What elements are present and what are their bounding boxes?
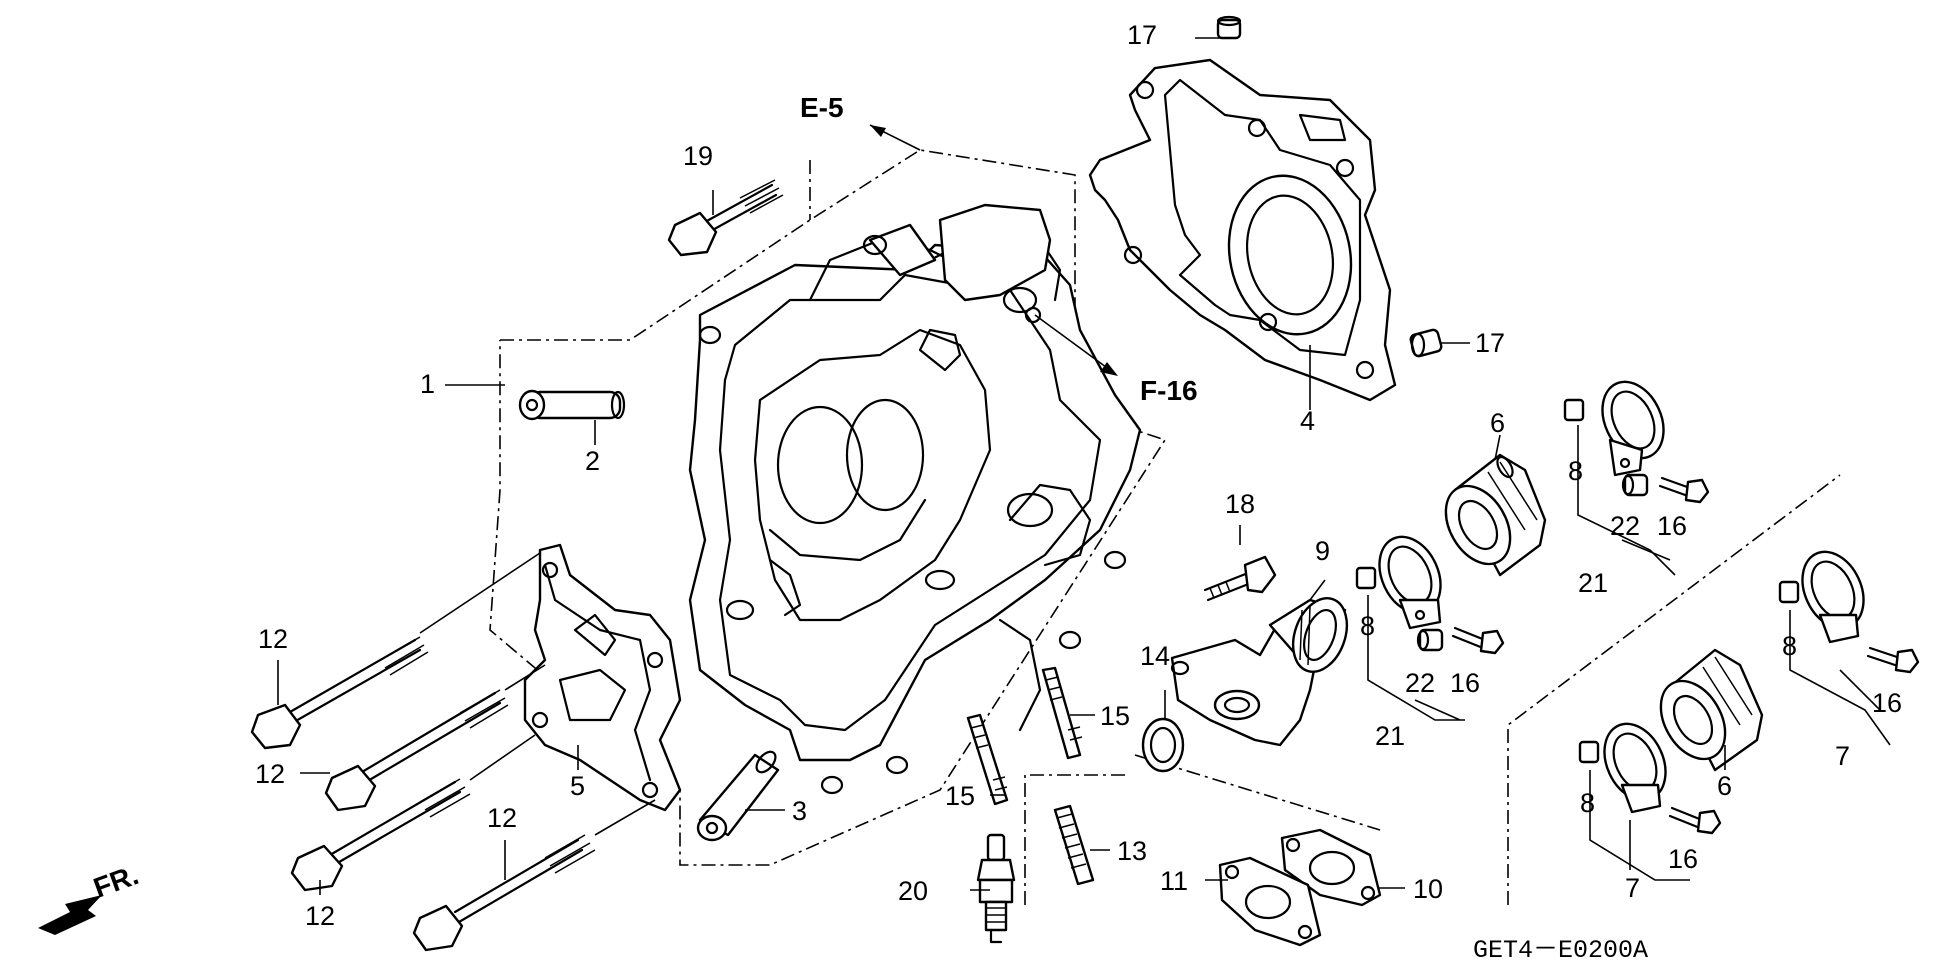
screw-16-d bbox=[1668, 806, 1722, 835]
bolt-leader-lines bbox=[419, 552, 656, 836]
callout-20: 20 bbox=[898, 876, 928, 906]
page-ref-upper: E-5 bbox=[800, 92, 844, 123]
clamp-part-7-lower bbox=[1603, 722, 1667, 814]
callout-19: 19 bbox=[683, 141, 713, 171]
callout-1: 1 bbox=[420, 369, 435, 399]
gasket-part-4 bbox=[1088, 58, 1397, 402]
dowel-pin-17-right bbox=[1409, 328, 1443, 358]
clamp-part-21-lower bbox=[1378, 535, 1442, 630]
clamp-part-21-upper bbox=[1601, 380, 1665, 477]
bolt-12-d bbox=[412, 834, 596, 952]
callout-8-a: 8 bbox=[1568, 456, 1583, 486]
callout-6-lower: 6 bbox=[1717, 771, 1732, 801]
clamp-part-7-upper bbox=[1801, 550, 1865, 644]
screw-16-a bbox=[1658, 476, 1710, 504]
callout-15-lower: 15 bbox=[945, 781, 975, 811]
callout-15-upper: 15 bbox=[1100, 701, 1130, 731]
stud-15-lower bbox=[966, 713, 1009, 806]
callout-22-upper: 22 bbox=[1610, 511, 1640, 541]
collar-22-b bbox=[1416, 628, 1444, 652]
collar-22-a bbox=[1621, 473, 1649, 497]
assembly-outline-insulator-set-right bbox=[1507, 474, 1841, 905]
o-ring-part-14 bbox=[1141, 717, 1185, 773]
callout-18: 18 bbox=[1225, 489, 1255, 519]
callout-5: 5 bbox=[570, 771, 585, 801]
callout-8-d: 8 bbox=[1580, 788, 1595, 818]
insulator-part-6-upper bbox=[1444, 453, 1547, 577]
callout-8-c: 8 bbox=[1782, 631, 1797, 661]
callout-12-b: 12 bbox=[255, 759, 285, 789]
gasket-part-11 bbox=[1218, 856, 1322, 947]
nut-8-c bbox=[1778, 580, 1800, 604]
callout-8-b: 8 bbox=[1360, 611, 1375, 641]
callout-labels: 1 2 3 4 5 6 6 7 7 8 8 8 8 9 10 11 12 12 … bbox=[255, 20, 1902, 931]
dowel-pin-17-top bbox=[1216, 15, 1242, 40]
callout-10: 10 bbox=[1413, 874, 1443, 904]
nut-8-b bbox=[1355, 566, 1377, 590]
drawing-code: GET4－E0200A bbox=[1473, 936, 1648, 965]
assembly-outline-gasket-pair bbox=[1024, 754, 1381, 905]
callout-12-a: 12 bbox=[258, 624, 288, 654]
guide-part-3 bbox=[696, 750, 780, 842]
callout-16-b: 16 bbox=[1450, 668, 1480, 698]
callout-7-upper: 7 bbox=[1835, 741, 1850, 771]
insulator-part-6-lower bbox=[1659, 648, 1764, 772]
bolt-12-a bbox=[250, 636, 429, 750]
intake-pipe-part-9 bbox=[1170, 597, 1349, 747]
callout-17-top: 17 bbox=[1127, 20, 1157, 50]
stud-13 bbox=[1053, 804, 1095, 886]
front-direction-arrow-icon bbox=[38, 895, 102, 935]
nut-8-a bbox=[1563, 398, 1585, 422]
screw-16-b bbox=[1451, 626, 1505, 655]
callout-11: 11 bbox=[1160, 866, 1188, 896]
assembly-outline-cylinder-head bbox=[489, 149, 1167, 866]
callout-6-upper: 6 bbox=[1490, 408, 1505, 438]
spark-plug-part-20 bbox=[976, 833, 1016, 944]
callout-12-c: 12 bbox=[305, 901, 335, 931]
front-marker-label: FR. bbox=[89, 859, 142, 904]
callout-22-lower: 22 bbox=[1405, 668, 1435, 698]
screw-16-c bbox=[1866, 646, 1920, 674]
callout-12-d: 12 bbox=[487, 803, 517, 833]
callout-17-right: 17 bbox=[1475, 328, 1505, 358]
bolt-12-c bbox=[290, 778, 471, 892]
callout-13: 13 bbox=[1117, 836, 1147, 866]
page-ref-right: F-16 bbox=[1140, 375, 1198, 406]
bolt-19 bbox=[667, 179, 784, 257]
bracket-part-5 bbox=[523, 543, 682, 812]
cylinder-head-part-1 bbox=[688, 203, 1142, 795]
guide-pin-part-2 bbox=[518, 389, 626, 421]
callout-3: 3 bbox=[792, 796, 807, 826]
callout-16-a: 16 bbox=[1657, 511, 1687, 541]
callout-16-d: 16 bbox=[1668, 844, 1698, 874]
callout-4: 4 bbox=[1300, 406, 1315, 436]
callout-14: 14 bbox=[1140, 641, 1170, 671]
callout-7-lower: 7 bbox=[1625, 873, 1640, 903]
bolt-18 bbox=[1203, 555, 1277, 602]
callout-16-c: 16 bbox=[1872, 688, 1902, 718]
bolt-12-b bbox=[324, 689, 509, 812]
callout-21-upper: 21 bbox=[1578, 568, 1608, 598]
stud-15-upper bbox=[1041, 666, 1083, 760]
callout-leader-lines bbox=[277, 37, 1891, 895]
callout-9: 9 bbox=[1315, 536, 1330, 566]
nut-8-d bbox=[1578, 740, 1600, 764]
callout-2: 2 bbox=[585, 446, 600, 476]
callout-21-lower: 21 bbox=[1375, 721, 1405, 751]
gasket-part-10 bbox=[1280, 828, 1382, 907]
